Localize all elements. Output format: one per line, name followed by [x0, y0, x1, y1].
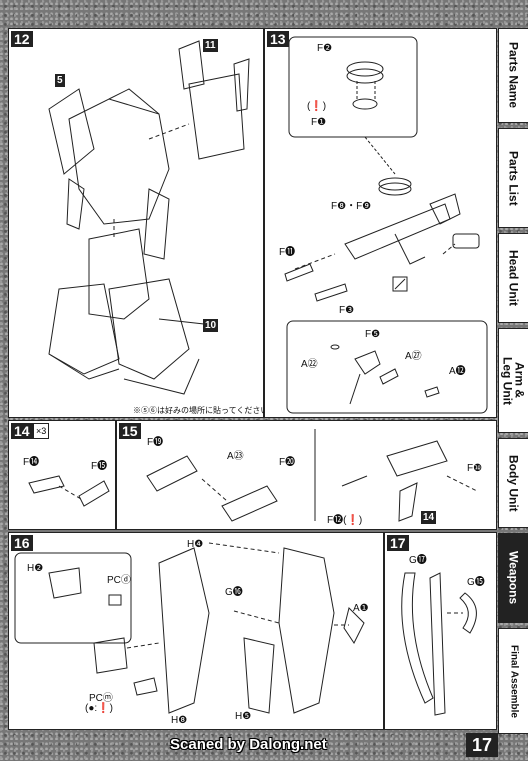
tab-parts-name[interactable]: Parts Name [498, 28, 528, 123]
step-reference-14: 14 [421, 511, 437, 524]
tab-label: Final Assemble [508, 644, 520, 718]
step-14-illustration [28, 475, 110, 507]
step-number: 14 [11, 423, 33, 439]
page-number: 17 [466, 733, 498, 757]
part-label-pcd: PCⓓ [107, 575, 131, 586]
part-label-a12: A⓬ [449, 366, 466, 377]
step-multiplier: ×3 [33, 423, 50, 439]
step-12-illustration [48, 40, 250, 395]
part-label-a1: A❶ [353, 603, 369, 614]
step-12-panel: 12 [8, 28, 276, 418]
part-label-f1: F❶ [311, 117, 327, 128]
step-14-panel: 14 ×3 F⓮ F⓯ [8, 420, 116, 530]
step-15-illustration [146, 429, 478, 522]
scan-credit: Scaned by Dalong.net [170, 736, 327, 753]
step-number: 17 [387, 535, 409, 551]
part-label-f14: F⓮ [23, 457, 40, 468]
step-15-panel: 15 F⓳ A㉓ F⓴ F❿ F⓬(❗) 14 [116, 420, 497, 530]
part-label-f2: F❷ [317, 43, 333, 54]
tab-arm-leg-unit[interactable]: Arm & Leg Unit [498, 328, 528, 433]
step-number: 16 [11, 535, 33, 551]
part-label-a27: A㉗ [405, 351, 422, 362]
tab-label: Head Unit [506, 249, 521, 306]
part-label-g17: G⓱ [409, 555, 427, 566]
part-label-g15: G⓯ [467, 577, 485, 588]
part-label-f12: F⓬(❗) [327, 515, 363, 526]
part-label-f3: F❸ [339, 305, 355, 316]
part-label-f20: F⓴ [279, 457, 296, 468]
part-label-11: 11 [203, 39, 218, 52]
tab-weapons[interactable]: Weapons [498, 533, 528, 623]
tab-label: Weapons [506, 551, 521, 605]
part-label-g16: G⓰ [225, 587, 243, 598]
step-number: 12 [11, 31, 33, 47]
part-label-f10: F❿ [467, 463, 483, 474]
tab-parts-list[interactable]: Parts List [498, 128, 528, 228]
part-label-f8-f9: F❽・F❾ [331, 201, 372, 212]
part-label-f15: F⓯ [91, 461, 108, 472]
step-number: 15 [119, 423, 141, 439]
part-label-pcm: PCⓜ [89, 693, 113, 704]
tab-label: Parts List [506, 150, 521, 206]
part-label-10: 10 [203, 319, 219, 332]
part-label-f11: F⓫ [279, 247, 296, 258]
part-label-h2: H❷ [27, 563, 44, 574]
tab-final-assemble[interactable]: Final Assemble [498, 628, 528, 734]
step-number: 13 [267, 31, 289, 47]
part-label-a23: A㉓ [227, 451, 244, 462]
part-label-f5: F❺ [365, 329, 381, 340]
tab-label: Arm & Leg Unit [500, 356, 527, 405]
step-17-panel: 17 G⓱ G⓯ [384, 532, 497, 730]
step-17-illustration [401, 572, 477, 716]
part-label-h8: H❽ [171, 715, 188, 726]
tab-label: Body Unit [506, 454, 521, 512]
step-13-illustration [284, 36, 488, 414]
part-label-5: 5 [55, 74, 65, 87]
part-label-h4: H❹ [187, 539, 204, 550]
step-16-illustration [14, 542, 365, 714]
tab-body-unit[interactable]: Body Unit [498, 438, 528, 528]
part-label-h5: H❺ [235, 711, 252, 722]
section-tabs: Parts Name Parts List Head Unit Arm & Le… [498, 28, 528, 734]
step-16-panel: 16 H❹ H❷ PCⓓ G⓰ A❶ PCⓜ (●:❗) [8, 532, 384, 730]
part-label-f19: F⓳ [147, 437, 164, 448]
step-12-note: ※⑤⑥は好みの場所に貼ってください。 [133, 406, 277, 415]
step-13-panel: 13 [264, 28, 497, 418]
pcm-note: (●:❗) [85, 703, 113, 714]
tab-head-unit[interactable]: Head Unit [498, 233, 528, 323]
part-label-a22: A㉒ [301, 359, 318, 370]
tab-label: Parts Name [506, 42, 521, 109]
warning-badge: (❗) [307, 101, 327, 112]
